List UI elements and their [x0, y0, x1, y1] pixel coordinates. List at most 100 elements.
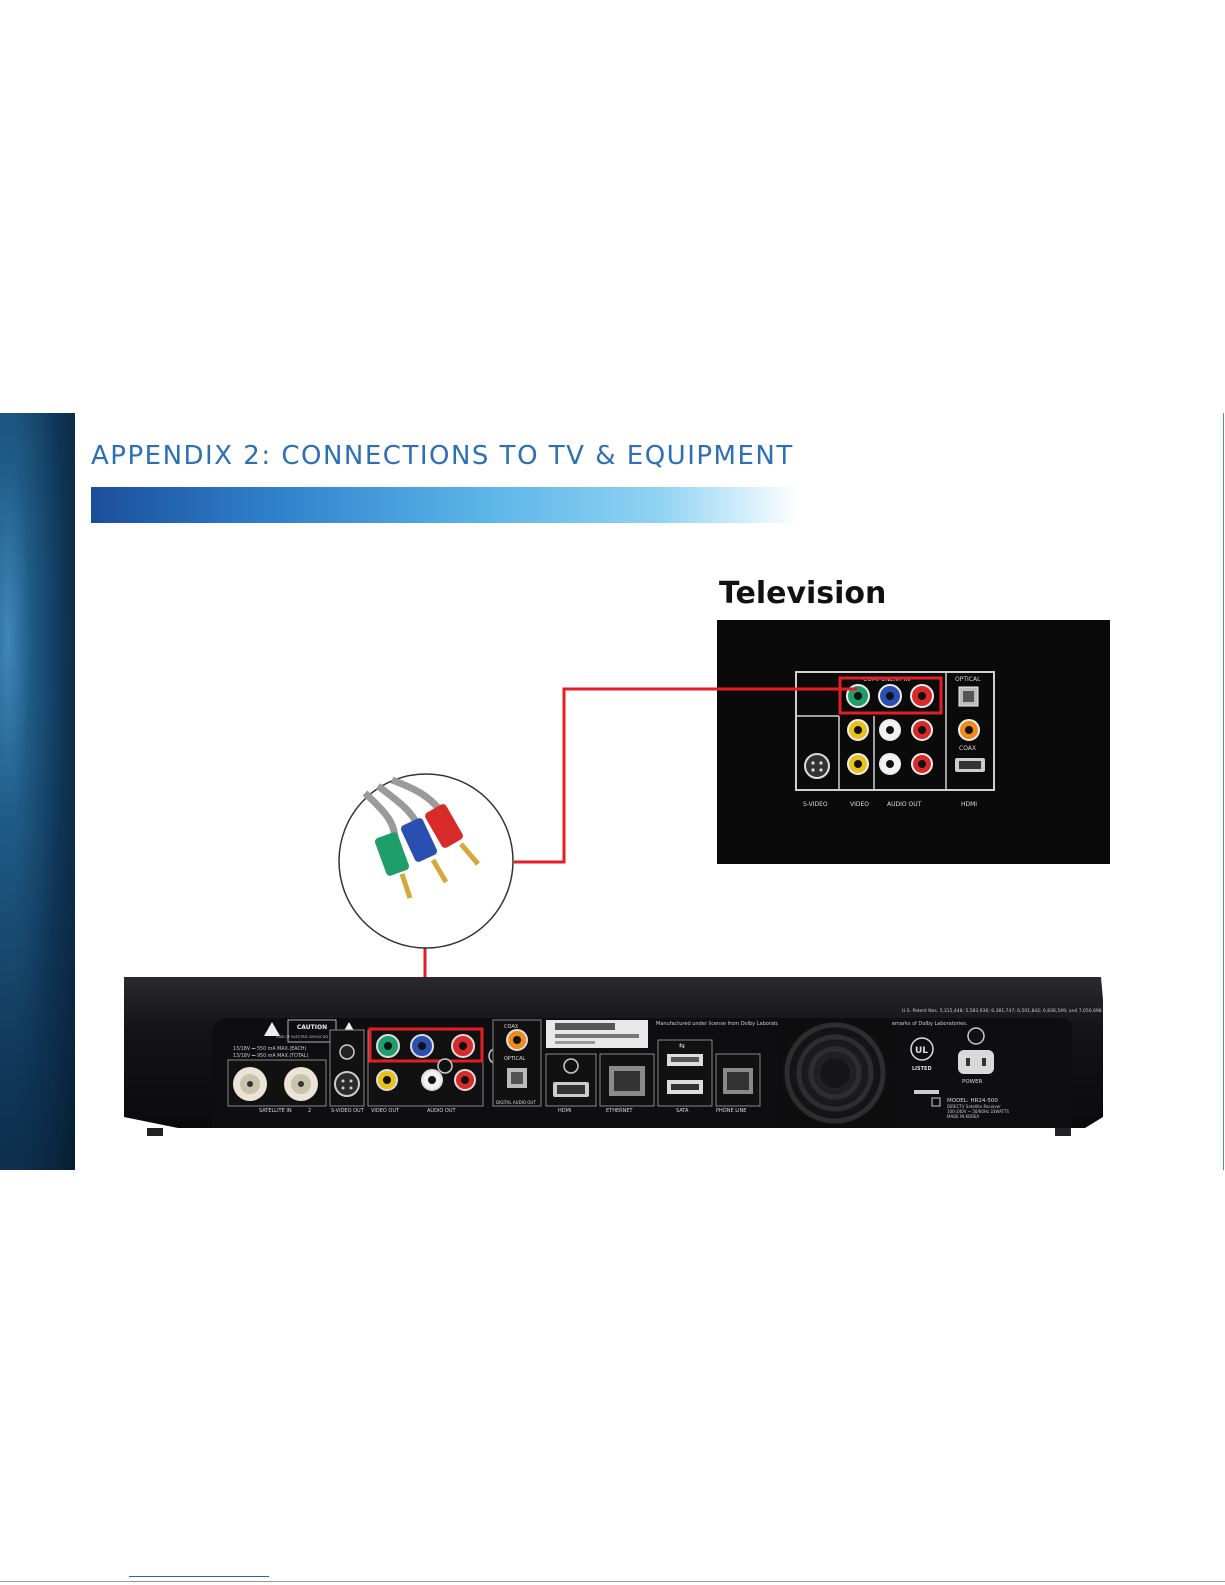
tv-component-highlight-box	[838, 676, 943, 715]
power-pin	[982, 1058, 986, 1066]
satellite-in-label: SATELLITE IN	[259, 1108, 292, 1114]
receiver-sata-port-inner	[671, 1084, 699, 1090]
side-decoration-panel	[0, 413, 75, 1170]
sata-frame	[657, 1039, 713, 1107]
model-sticker-strip	[914, 1090, 939, 1094]
green-plug-tip	[399, 873, 413, 899]
component-cable-zoom	[338, 773, 514, 949]
zoom-circle	[338, 773, 514, 949]
blue-plug	[400, 818, 438, 862]
receiver-ethernet-label: ETHERNET	[606, 1108, 634, 1114]
sticker-text-line	[555, 1041, 595, 1044]
receiver-hdmi-label: HDMI	[558, 1108, 571, 1114]
svideo-pin	[341, 1086, 345, 1090]
receiver-component-highlight-box	[368, 1027, 484, 1063]
tv-svideo-pin	[811, 761, 815, 765]
power-aux-jack	[967, 1027, 985, 1045]
page-footer-rule	[0, 1581, 1225, 1582]
ul-logo-letters: UL	[915, 1046, 928, 1056]
ul-listed-label: LISTED	[912, 1066, 932, 1072]
tv-coax-label: COAX	[959, 745, 976, 752]
tv-optical-port-inner	[963, 691, 974, 702]
tv-svideo-label: S-VIDEO	[803, 801, 828, 808]
receiver-sata-label: SATA	[676, 1108, 689, 1114]
receiver-jack-hole	[513, 1036, 521, 1044]
tv-jack-hole	[886, 760, 894, 768]
receiver-digital-audio-out-label: DIGITAL AUDIO OUT	[496, 1100, 536, 1105]
svideo-out-jack	[334, 1071, 360, 1097]
blue-plug-tip	[430, 858, 449, 884]
tv-jack-hole	[854, 692, 862, 700]
tv-jack-hole	[886, 692, 894, 700]
receiver-usb-port-inner	[671, 1057, 699, 1062]
barcode-icon	[555, 1034, 639, 1038]
receiver-jack-hole	[459, 1042, 467, 1050]
tv-svideo-pin	[819, 768, 823, 772]
television-label: Television	[719, 576, 887, 611]
tv-video-label: VIDEO	[850, 801, 869, 808]
right-page-rule	[1223, 413, 1224, 1170]
receiver-ethernet-port-inner	[614, 1071, 640, 1091]
tv-svideo-pin	[811, 768, 815, 772]
receiver-jack-hole	[384, 1042, 392, 1050]
receiver-phone-line-label: PHONE LINE	[716, 1108, 746, 1114]
receiver-optical-label: OPTICAL	[504, 1056, 525, 1062]
power-connector	[958, 1050, 994, 1074]
tv-hdmi-port-inner	[959, 761, 981, 769]
receiver-optical-port-inner	[511, 1072, 523, 1084]
tv-audio-out-label: AUDIO OUT	[887, 801, 922, 808]
svideo-pin	[349, 1079, 353, 1083]
receiver-video-out-label: VIDEO OUT	[371, 1108, 400, 1114]
receiver-small-jack	[437, 1058, 453, 1074]
tv-jack-hole	[918, 760, 926, 768]
receiver-aux-jack	[563, 1058, 579, 1074]
tv-connector-frame	[795, 671, 995, 791]
tv-svideo-pin	[819, 761, 823, 765]
svideo-aux-jack	[339, 1044, 355, 1060]
television-back-panel: COMPONENT IN OPTICAL COAX S-VI	[717, 620, 1110, 864]
receiver-jack-hole	[461, 1076, 469, 1084]
fan-hub	[820, 1058, 850, 1088]
power-pin	[966, 1058, 970, 1066]
satellite-connector-pin	[298, 1081, 304, 1087]
tv-svideo-jack	[804, 753, 830, 779]
caution-text: RISK OF ELECTRIC SHOCK DO NOT OPEN	[276, 1035, 348, 1039]
tv-jack-hole	[854, 726, 862, 734]
receiver-jack-hole	[428, 1076, 436, 1084]
made-in-label: MADE IN KOREA	[947, 1114, 979, 1119]
model-power-rating: 100-240V ~ 50/60Hz 33WATTS	[947, 1109, 1009, 1114]
page-heading: APPENDIX 2: CONNECTIONS TO TV & EQUIPMEN…	[91, 441, 794, 471]
receiver-foot-left	[147, 1128, 163, 1136]
svideo-out-label: S-VIDEO OUT	[331, 1108, 365, 1114]
satellite-receiver: CAUTION RISK OF ELECTRIC SHOCK DO NOT OP…	[124, 977, 1103, 1136]
satellite-spec-2: 13/18V ⎓ 950 mA MAX.(TOTAL)	[233, 1053, 308, 1059]
ul-logo-icon	[910, 1037, 934, 1061]
patent-text: U.S. Patent Nos. 5,315,448; 5,583,936; 6…	[902, 1008, 1103, 1014]
receiver-jack-hole	[383, 1076, 391, 1084]
cable-route-to-tv	[514, 687, 857, 864]
receiver-hdmi-port-inner	[557, 1085, 585, 1094]
red-plug	[425, 804, 463, 848]
receiver-audio-out-label: AUDIO OUT	[427, 1108, 457, 1114]
double-insulation-icon	[931, 1097, 941, 1107]
receiver-coax-label: COAX	[504, 1024, 519, 1030]
svideo-pin	[341, 1079, 345, 1083]
tv-jack-hole	[918, 726, 926, 734]
heading-gradient-bar	[91, 487, 801, 523]
warning-icon	[264, 1022, 280, 1036]
tv-jack-hole	[854, 760, 862, 768]
red-plug-tip	[459, 842, 480, 866]
tv-jack-hole	[918, 692, 926, 700]
footer-link-underline	[129, 1576, 269, 1577]
receiver-foot-right	[1055, 1128, 1071, 1136]
tv-jack-hole	[965, 726, 973, 734]
barcode-icon	[555, 1023, 615, 1030]
receiver-jack-hole	[418, 1042, 426, 1050]
satellite-spec-1: 13/18V ⎓ 550 mA MAX.(EACH)	[233, 1046, 306, 1052]
fan-icon	[784, 1022, 886, 1124]
tv-hdmi-label: HDMI	[961, 801, 977, 808]
svideo-pin	[349, 1086, 353, 1090]
cable-wire-red	[390, 776, 443, 813]
power-label: POWER	[962, 1079, 983, 1085]
